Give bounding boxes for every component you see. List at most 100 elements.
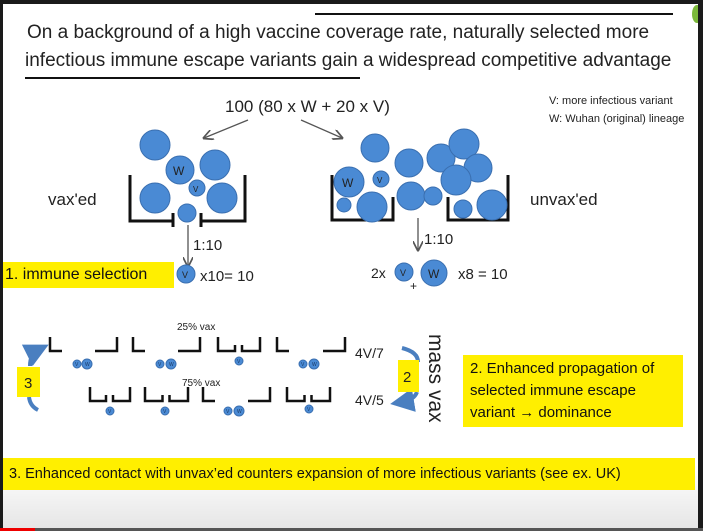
bucket	[48, 337, 119, 353]
video-progress-fill	[0, 528, 36, 531]
slide-canvas: On a background of a high vaccine covera…	[17, 5, 698, 423]
small-w-particle	[308, 358, 320, 370]
small-particle-label: V	[75, 362, 79, 368]
particle	[139, 182, 171, 214]
particle-w-label-right: W	[342, 176, 354, 190]
selected-v-particle	[176, 264, 196, 284]
particle	[336, 197, 352, 213]
arrow-right-bottom	[390, 388, 419, 412]
small-w-particle	[233, 405, 245, 417]
small-particle-label: V	[301, 362, 305, 368]
small-v-particle	[72, 359, 82, 369]
row2-ratio: 4V/5	[355, 392, 384, 408]
small-v-particle	[298, 359, 308, 369]
step2-line-2: selected immune escape	[470, 382, 636, 399]
mass-vax-label: mass vax	[424, 334, 447, 423]
unvaxed-particles	[333, 128, 508, 223]
arrow-right-top	[401, 346, 420, 363]
vaxed-particles	[139, 129, 238, 223]
row2-label: 75% vax	[182, 378, 220, 389]
small-particle-label: V	[307, 407, 311, 413]
small-w-particle	[165, 358, 177, 370]
particle	[199, 149, 231, 181]
small-v-particle	[223, 406, 233, 416]
vaxed-vessel	[128, 175, 247, 227]
title-line-2: infectious immune escape variants gain a…	[25, 50, 671, 71]
step2-line-1: 2. Enhanced propagation of	[470, 360, 655, 377]
particle-v-label-right: V	[377, 176, 383, 185]
particle	[426, 143, 456, 173]
badge-3	[17, 367, 40, 397]
particle	[423, 186, 443, 206]
right-result: x8 = 10	[458, 266, 508, 283]
legend-w: W: Wuhan (original) lineage	[549, 113, 684, 125]
small-v-particle	[234, 356, 244, 366]
small-w-particle	[81, 358, 93, 370]
arrow-to-unvaxed	[300, 119, 342, 138]
legend-v: V: more infectious variant	[549, 95, 673, 107]
small-v-particle	[105, 406, 115, 416]
small-particle-label: W	[85, 362, 90, 368]
logo-leaf-icon	[692, 5, 698, 23]
small-particle-label: V	[158, 362, 162, 368]
unvaxed-label: unvax'ed	[530, 190, 598, 209]
particle-v-label: V	[193, 185, 199, 194]
small-particle-label: W	[169, 362, 174, 368]
particle	[356, 191, 388, 223]
particle	[396, 181, 426, 211]
step2-line-3: variant → dominance	[470, 404, 612, 421]
vaxed-label: vax'ed	[48, 190, 97, 209]
small-particle-label: W	[237, 409, 242, 415]
arrow-left-top	[21, 344, 49, 367]
badge-3-label: 3	[24, 375, 32, 392]
particle	[394, 148, 424, 178]
result-w-label: W	[428, 267, 440, 281]
selected-v-label: V	[182, 270, 188, 280]
particle	[360, 133, 390, 163]
particle	[139, 129, 171, 161]
bucket	[201, 387, 272, 403]
particle	[448, 128, 480, 160]
small-particle-label: V	[108, 409, 112, 415]
result-w-particle	[420, 259, 448, 287]
left-ratio: 1:10	[193, 237, 222, 254]
arrow-left-bottom	[27, 396, 39, 412]
badge-2	[398, 360, 419, 392]
right-prefix: 2x	[371, 265, 386, 281]
particle	[440, 164, 472, 196]
slide: On a background of a high vaccine covera…	[3, 4, 698, 528]
plus-sign: +	[410, 279, 417, 293]
small-particle-label: V	[163, 409, 167, 415]
step2-box: 2. Enhanced propagation of selected immu…	[463, 355, 683, 427]
left-result: x10= 10	[200, 268, 254, 285]
unvaxed-vessel	[330, 175, 510, 222]
particle	[165, 155, 195, 185]
formula: 100 (80 x W + 20 x V)	[225, 97, 390, 116]
video-progress-bar[interactable]	[0, 528, 703, 531]
bucket	[143, 387, 190, 403]
small-particle-label: W	[312, 362, 317, 368]
title-line-1: On a background of a high vaccine covera…	[27, 22, 649, 43]
small-v-particle	[160, 406, 170, 416]
right-ratio: 1:10	[424, 231, 453, 248]
step3-box: 3. Enhanced contact with unvax’ed counte…	[3, 458, 695, 490]
small-particle-label: V	[226, 409, 230, 415]
bucket	[285, 387, 332, 403]
particle	[453, 199, 473, 219]
particle	[188, 179, 206, 197]
small-particle-label: V	[237, 359, 241, 365]
step3-label: 3. Enhanced contact with unvax’ed counte…	[9, 466, 621, 482]
bucket	[275, 337, 347, 353]
particle	[372, 170, 390, 188]
result-v-label: V	[400, 268, 406, 278]
row1-label: 25% vax	[177, 322, 215, 333]
bucket	[216, 337, 262, 353]
particle	[476, 189, 508, 221]
small-v-particle	[304, 404, 314, 414]
bucket	[88, 387, 132, 403]
particle	[177, 203, 197, 223]
step1-box: 1. immune selection	[3, 262, 174, 288]
population-buckets	[48, 337, 347, 403]
